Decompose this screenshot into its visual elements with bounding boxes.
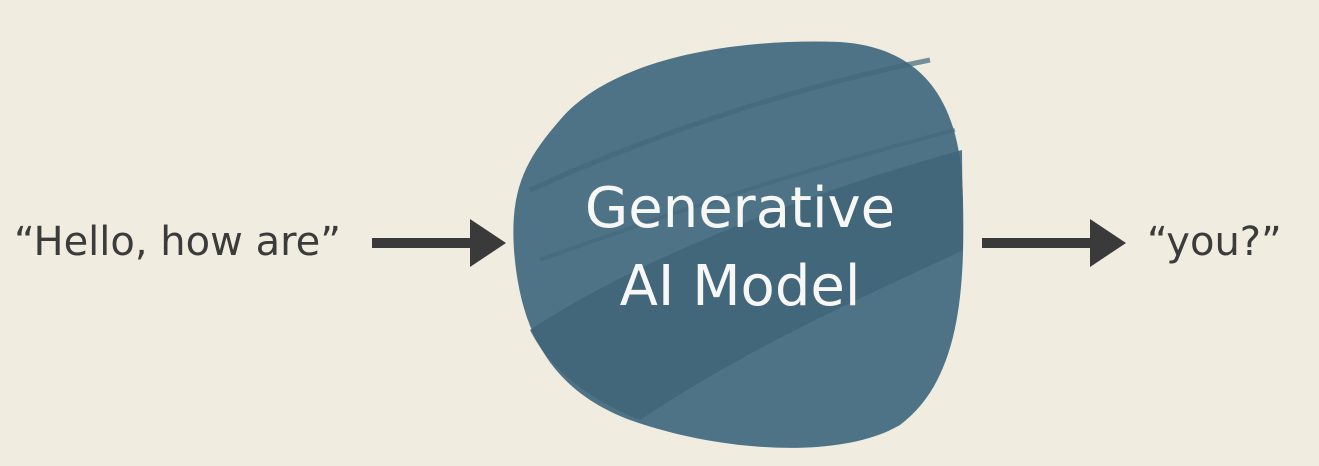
blob-stroke-1 <box>528 57 931 193</box>
arrow-left <box>372 219 506 267</box>
arrow-right <box>982 219 1126 267</box>
model-label: Generative AI Model <box>540 170 940 326</box>
blob-stroke-2 <box>539 128 956 262</box>
input-text: “Hello, how are” <box>14 219 341 265</box>
blob-shading <box>530 150 963 420</box>
output-text: “you?” <box>1147 219 1282 265</box>
model-label-line2: AI Model <box>619 254 861 319</box>
model-label-line1: Generative <box>584 176 896 241</box>
